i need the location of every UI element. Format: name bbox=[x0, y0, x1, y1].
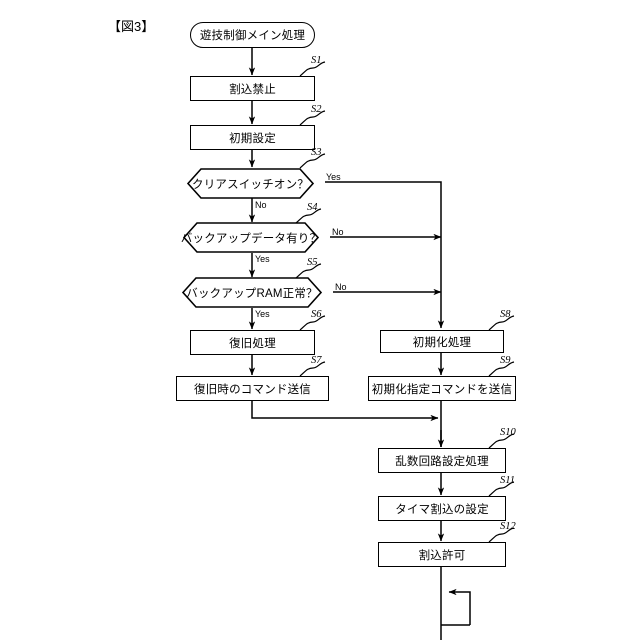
edge-s7-to-trunk bbox=[251, 401, 439, 422]
node-s3[interactable]: クリアスイッチオン？ bbox=[176, 168, 325, 199]
node-s7-label: 復旧時のコマンド送信 bbox=[194, 383, 311, 396]
hexagon-shape-s4 bbox=[182, 222, 320, 253]
node-s6[interactable]: 復旧処理 bbox=[190, 330, 315, 355]
node-s12[interactable]: 割込許可 bbox=[378, 542, 506, 567]
node-s9[interactable]: 初期化指定コマンドを送信 bbox=[368, 376, 516, 401]
node-s10-label: 乱数回路設定処理 bbox=[395, 455, 489, 468]
node-s8-label: 初期化処理 bbox=[412, 336, 472, 349]
node-s5[interactable]: バックアップRAM正常？ bbox=[171, 277, 333, 308]
node-s2-label: 初期設定 bbox=[229, 132, 276, 145]
step-label-s4: S4 bbox=[307, 202, 318, 213]
node-s11-label: タイマ割込の設定 bbox=[395, 503, 489, 516]
hexagon-shape-s3 bbox=[186, 168, 315, 199]
step-label-s7: S7 bbox=[311, 355, 322, 366]
edge-label-s4-yes: Yes bbox=[255, 254, 270, 264]
edge-label-s3-no: No bbox=[255, 200, 267, 210]
node-s3-label: クリアスイッチオン？ bbox=[192, 178, 309, 191]
step-leader-lines bbox=[295, 61, 515, 543]
step-label-s6: S6 bbox=[311, 309, 322, 320]
hexagon-shape-s5 bbox=[181, 277, 323, 308]
node-s8[interactable]: 初期化処理 bbox=[380, 330, 504, 353]
node-s12-label: 割込許可 bbox=[418, 549, 466, 562]
node-s4[interactable]: バックアップデータ有り？ bbox=[172, 222, 330, 253]
node-start-label: 遊技制御メイン処理 bbox=[199, 30, 306, 42]
step-label-s11: S11 bbox=[500, 475, 515, 486]
step-label-s1: S1 bbox=[311, 55, 322, 66]
edge-label-s5-no: No bbox=[335, 282, 347, 292]
node-s4-label: バックアップデータ有り？ bbox=[180, 232, 322, 245]
node-s7[interactable]: 復旧時のコマンド送信 bbox=[176, 376, 329, 401]
node-s11[interactable]: タイマ割込の設定 bbox=[378, 496, 506, 521]
node-s9-label: 初期化指定コマンドを送信 bbox=[371, 383, 513, 396]
step-label-s9: S9 bbox=[500, 355, 511, 366]
node-s6-label: 復旧処理 bbox=[229, 337, 276, 350]
figure-title: 【図3】 bbox=[108, 19, 155, 34]
edge-label-s3-yes: Yes bbox=[326, 172, 341, 182]
step-label-s12: S12 bbox=[500, 521, 516, 532]
node-s1[interactable]: 割込禁止 bbox=[190, 76, 315, 101]
edge-label-s4-no: No bbox=[332, 227, 344, 237]
node-start[interactable]: 遊技制御メイン処理 bbox=[190, 22, 315, 48]
node-s10[interactable]: 乱数回路設定処理 bbox=[378, 448, 506, 473]
node-s1-label: 割込禁止 bbox=[229, 83, 276, 96]
edge-label-s5-yes: Yes bbox=[255, 309, 270, 319]
step-label-s10: S10 bbox=[500, 427, 516, 438]
step-label-s3: S3 bbox=[311, 147, 322, 158]
node-s2[interactable]: 初期設定 bbox=[190, 125, 315, 150]
step-label-s2: S2 bbox=[311, 104, 322, 115]
edge-loop-back bbox=[448, 588, 471, 625]
node-s5-label: バックアップRAM正常？ bbox=[186, 287, 318, 300]
step-label-s8: S8 bbox=[500, 309, 511, 320]
step-label-s5: S5 bbox=[307, 257, 318, 268]
edge-s3-yes-to-s8 bbox=[325, 181, 445, 329]
